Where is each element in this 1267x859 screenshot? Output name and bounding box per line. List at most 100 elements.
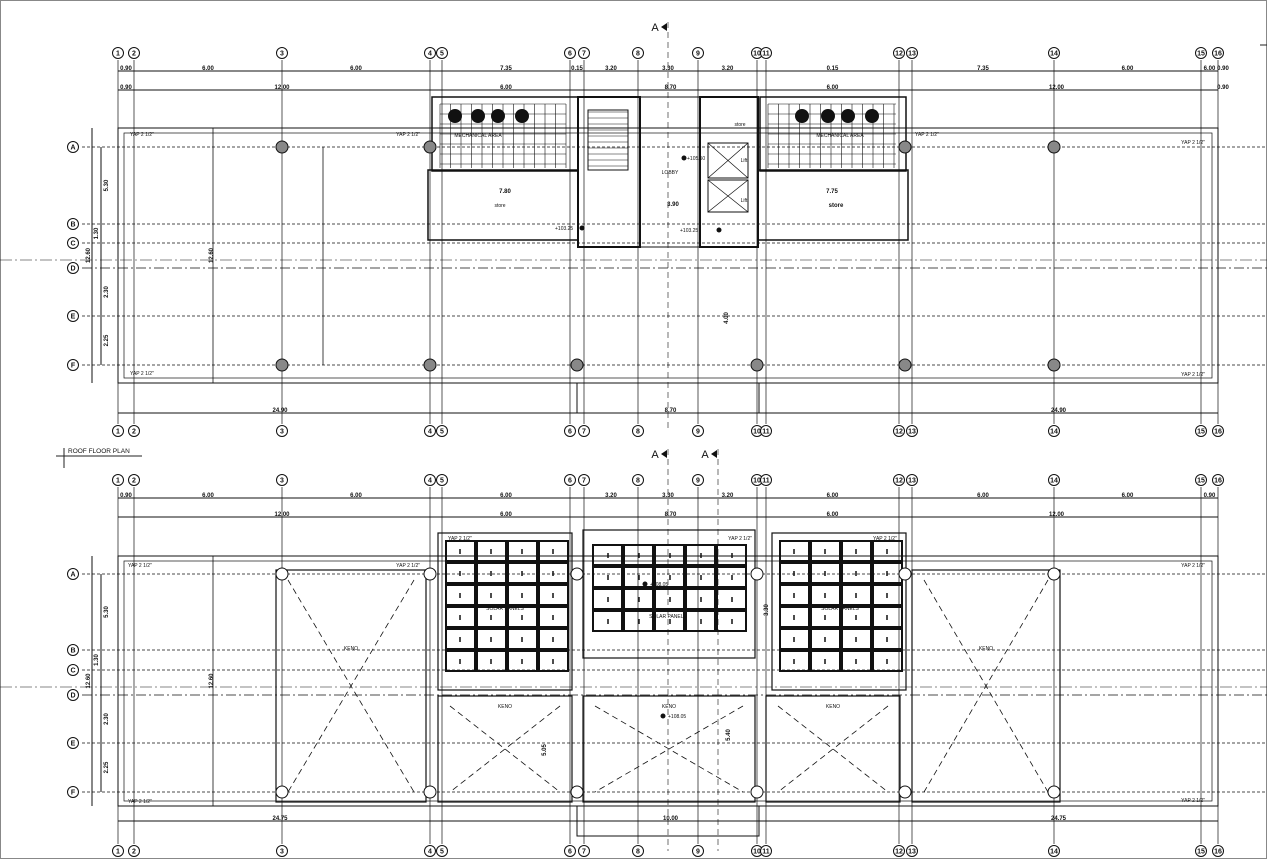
solar-panel-zone: [582, 529, 756, 659]
hvac-unit-icon: [515, 109, 529, 123]
grid-bubble-label: 12: [895, 429, 903, 436]
grid-bubble-14: [1048, 47, 1060, 59]
keno-label: KENO: [344, 646, 358, 652]
solar-panel: [685, 544, 716, 566]
solar-panel: [507, 606, 538, 628]
grid-bubble-13: [906, 47, 918, 59]
grid-bubble-13: [906, 474, 918, 486]
solar-panel: [445, 584, 476, 606]
grid-bubble-label: 4: [428, 849, 432, 856]
grid-bubble-label: A: [70, 145, 75, 152]
solar-label: SOLAR PANELS: [821, 606, 859, 612]
grid-bubble-4: [424, 47, 436, 59]
grid-bubble-15: [1195, 425, 1207, 437]
dimension-text: 3.30: [662, 66, 674, 72]
dimension-text: 10.00: [663, 816, 679, 822]
grid-bubble-label: 10: [753, 51, 761, 58]
solar-panel: [872, 540, 903, 562]
side-dimension-text: 5.30: [104, 606, 110, 618]
grid-bubble-9: [692, 47, 704, 59]
structural-column: [898, 567, 912, 581]
slope-label: YAP 2 1/2": [448, 536, 472, 542]
grid-bubble-E: [67, 310, 79, 322]
slope-label: YAP 2 1/2": [130, 132, 154, 138]
level-marker: +108.05: [668, 714, 686, 720]
grid-bubble-2: [128, 47, 140, 59]
grid-bubble-label: 10: [753, 849, 761, 856]
dimension-text: 6.00: [1122, 66, 1134, 72]
solar-panel: [445, 540, 476, 562]
structural-column: [898, 140, 912, 154]
slope-label: YAP 2 1/2": [915, 132, 939, 138]
level-marker: +103.25: [555, 226, 573, 232]
structural-column: [898, 358, 912, 372]
grid-bubble-11: [760, 474, 772, 486]
grid-bubble-11: [760, 425, 772, 437]
grid-bubble-label: 2: [132, 478, 136, 485]
dimension-text: 8.70: [665, 408, 677, 414]
dimension-text: 3.20: [605, 493, 617, 499]
grid-bubble-label: 6: [568, 429, 572, 436]
grid-bubble-label: 11: [762, 849, 770, 856]
grid-bubble-13: [906, 425, 918, 437]
structural-column: [750, 358, 764, 372]
structural-column: [423, 140, 437, 154]
grid-bubble-label: 16: [1214, 429, 1222, 436]
solar-panel: [810, 650, 841, 672]
keno-label: KENO: [826, 704, 840, 710]
grid-bubble-label: 8: [636, 51, 640, 58]
room-label: store: [734, 122, 745, 128]
structural-column: [423, 358, 437, 372]
solar-panel: [507, 540, 538, 562]
grid-bubble-3: [276, 845, 288, 857]
dimension-text: 6.00: [977, 493, 989, 499]
dimension-text: 0.90: [120, 493, 132, 499]
grid-bubble-label: F: [71, 363, 76, 370]
grid-bubble-5: [436, 425, 448, 437]
keno-void: [582, 695, 756, 803]
grid-bubble-15: [1195, 845, 1207, 857]
grid-bubble-label: 3: [280, 51, 284, 58]
dimension-text: 6.00: [202, 493, 214, 499]
solar-panel: [779, 628, 810, 650]
grid-bubble-label: 9: [696, 429, 700, 436]
room-label: Lift: [741, 158, 748, 164]
grid-bubble-label: 5: [440, 849, 444, 856]
stair: [587, 109, 629, 171]
section-arrow-icon: [711, 450, 717, 458]
grid-bubble-label: 8: [636, 429, 640, 436]
lift-x: [707, 179, 749, 213]
structural-column: [423, 785, 437, 799]
grid-bubble-9: [692, 845, 704, 857]
solar-label: SOLAR PANELS: [486, 606, 524, 612]
grid-bubble-label: 13: [908, 429, 916, 436]
grid-bubble-E: [67, 737, 79, 749]
slope-label: YAP 2 1/2": [396, 132, 420, 138]
grid-bubble-label: 2: [132, 51, 136, 58]
solar-panel: [445, 628, 476, 650]
dimension-text: 12.00: [274, 512, 290, 518]
grid-bubble-label: 8: [636, 478, 640, 485]
grid-bubble-4: [424, 425, 436, 437]
grid-bubble-label: 5: [440, 478, 444, 485]
grid-bubble-8: [632, 474, 644, 486]
structural-column: [750, 567, 764, 581]
grid-bubble-8: [632, 47, 644, 59]
dimension-text: 3.20: [605, 66, 617, 72]
dimension-text: 3.30: [662, 493, 674, 499]
dimension-text: 0.90: [1217, 85, 1229, 91]
grid-bubble-12: [893, 845, 905, 857]
grid-bubble-label: 12: [895, 849, 903, 856]
grid-bubble-label: 14: [1050, 429, 1058, 436]
grid-bubble-label: 14: [1050, 478, 1058, 485]
grid-bubble-9: [692, 425, 704, 437]
grid-bubble-label: 1: [116, 429, 120, 436]
grid-bubble-label: 7: [582, 849, 586, 856]
slope-label: YAP 2 1/2": [128, 563, 152, 569]
grid-bubble-label: 4: [428, 429, 432, 436]
dimension-text: 24.75: [272, 816, 288, 822]
grid-bubble-4: [424, 474, 436, 486]
solar-panel: [592, 588, 623, 610]
grid-bubble-2: [128, 425, 140, 437]
